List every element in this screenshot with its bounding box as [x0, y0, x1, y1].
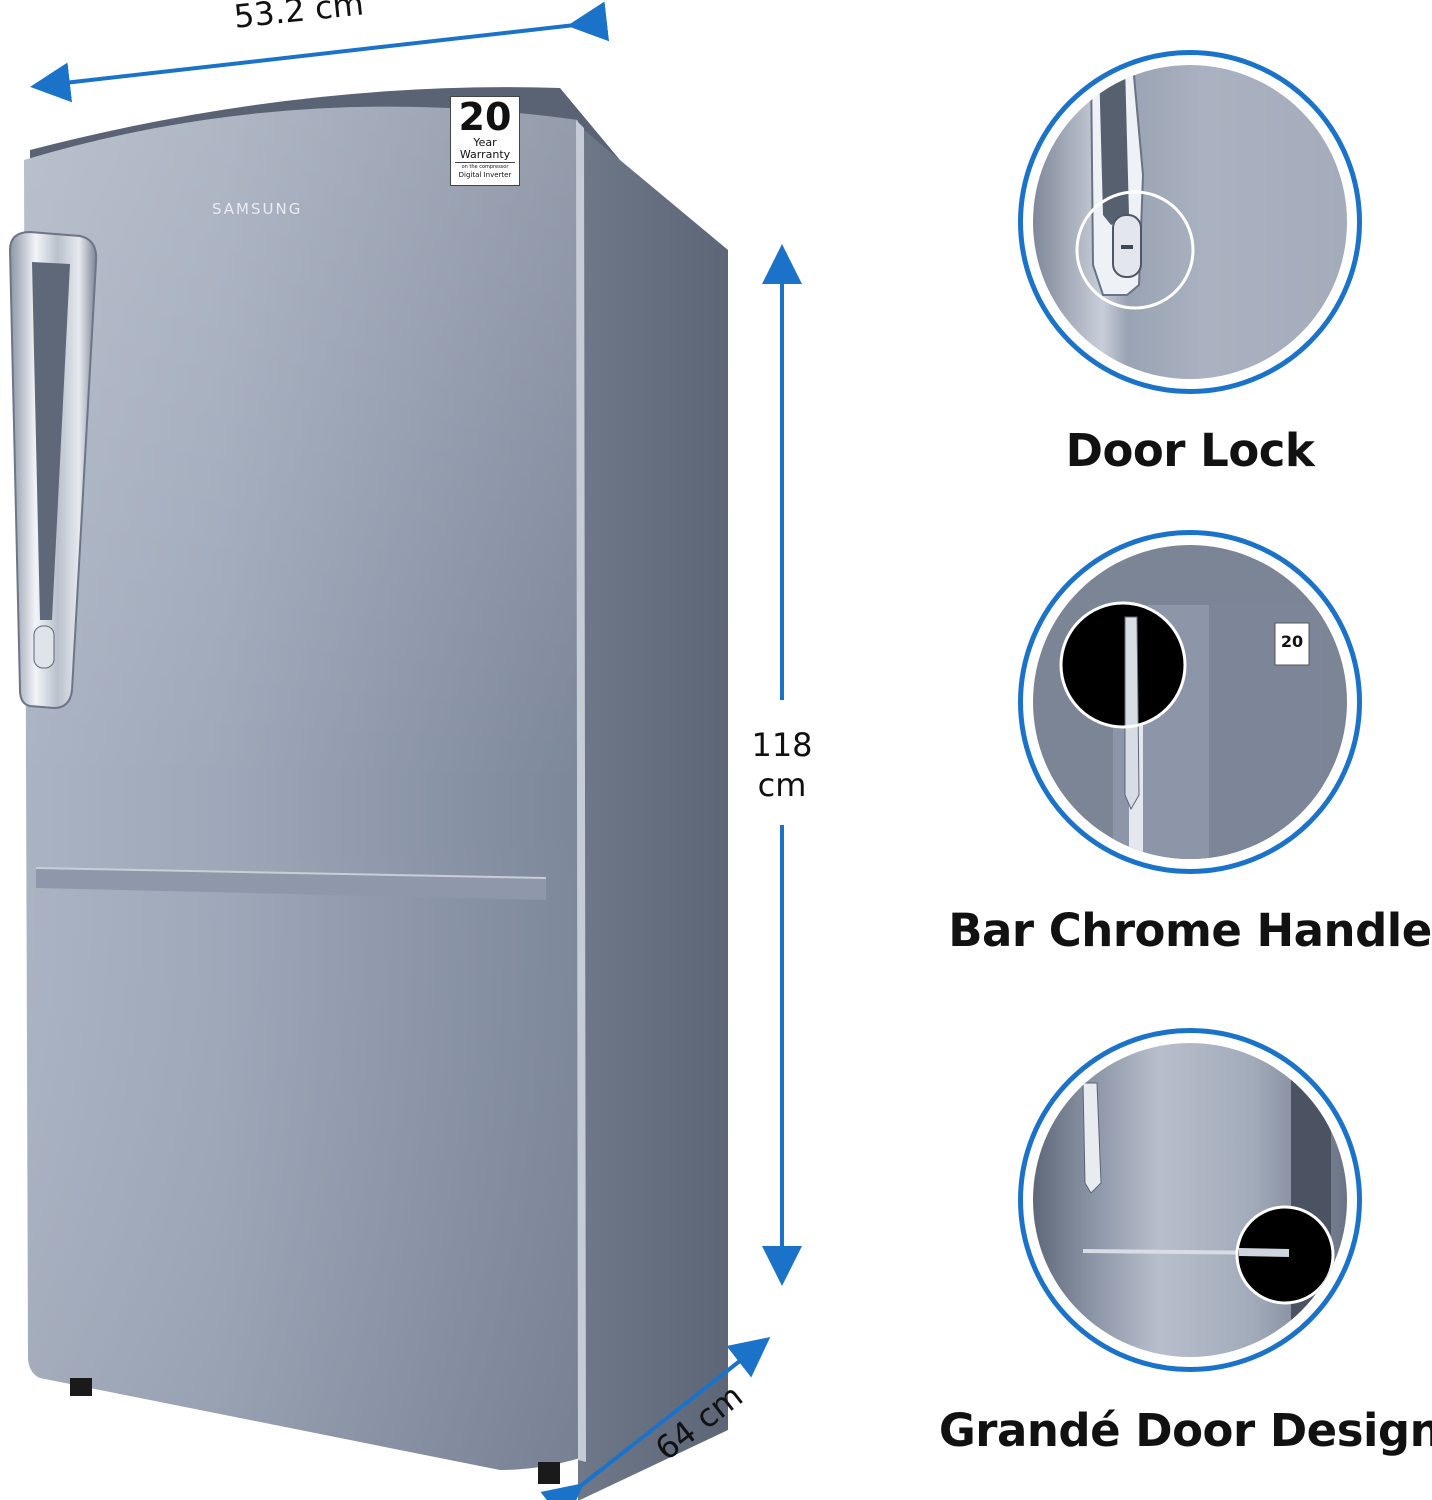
bar-chrome-handle-closeup-image: 20 — [1059, 601, 1323, 859]
bar-chrome-handle-circle: 20 — [1018, 530, 1362, 874]
fridge-door-edge — [576, 120, 586, 1462]
height-unit-label: cm — [757, 766, 807, 804]
warranty-badge: 20 Year Warranty on the compressor Digit… — [450, 96, 520, 186]
depth-dimension-arrow — [540, 1337, 771, 1500]
door-lock-circle — [1018, 50, 1362, 394]
door-lock-closeup-image — [1075, 65, 1195, 310]
badge-line1: Year — [473, 136, 497, 149]
refrigerator-illustration — [8, 1, 802, 1500]
door-lock-button — [33, 625, 55, 669]
width-dimension-arrow — [30, 1, 610, 103]
badge-number: 20 — [458, 95, 512, 139]
fridge-foot-right — [538, 1462, 560, 1484]
badge-line3: on the compressor — [455, 162, 515, 171]
badge-line2: Warranty — [459, 148, 511, 161]
svg-text:20: 20 — [1281, 632, 1303, 651]
feature-label-grande-door-design: Grandé Door Design — [938, 1404, 1432, 1457]
feature-label-door-lock: Door Lock — [1065, 424, 1315, 477]
feature-label-bar-chrome-handle: Bar Chrome Handle — [948, 904, 1432, 957]
grande-door-design-circle — [1018, 1028, 1362, 1372]
fridge-side-panel — [578, 120, 728, 1500]
fridge-foot-left — [70, 1378, 92, 1396]
grande-door-design-closeup-image — [1082, 1043, 1335, 1357]
badge-line4: Digital Inverter — [458, 171, 512, 179]
height-value-label: 118 — [751, 726, 813, 764]
brand-logo: SAMSUNG — [212, 200, 303, 218]
